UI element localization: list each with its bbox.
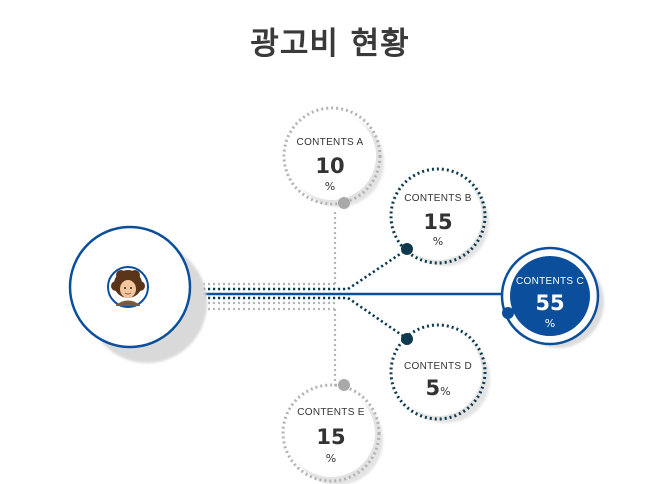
contents-a-label: CONTENTS A: [297, 137, 364, 148]
contents-a-value: 10: [315, 154, 344, 178]
contents-c-label: CONTENTS C: [516, 276, 584, 287]
contents-c-value: 55: [535, 291, 564, 315]
page-title: 광고비 현황: [250, 26, 410, 62]
contents-b-label: CONTENTS B: [404, 193, 471, 204]
person-avatar-icon: [107, 266, 149, 308]
node-contents-a: CONTENTS A 10 %: [282, 106, 384, 209]
contents-e-label: CONTENTS E: [297, 407, 364, 418]
contents-b-unit: %: [433, 235, 443, 248]
contents-a-unit: %: [325, 180, 335, 193]
node-contents-e: CONTENTS E 15 %: [281, 379, 383, 484]
contents-d-readout: 5%: [425, 376, 450, 400]
contents-c-unit: %: [545, 317, 555, 330]
contents-d-label: CONTENTS D: [404, 361, 472, 372]
node-contents-c: CONTENTS C 55 %: [500, 246, 604, 348]
contents-e-value: 15: [316, 425, 345, 449]
contents-d-unit: %: [440, 385, 450, 398]
connector-lines: [193, 210, 511, 386]
node-contents-d: CONTENTS D 5%: [389, 323, 490, 423]
contents-d-value: 5: [425, 376, 440, 400]
contents-e-unit: %: [326, 452, 336, 465]
contents-b-value: 15: [423, 210, 452, 234]
node-contents-b: CONTENTS B 15 %: [389, 167, 489, 266]
